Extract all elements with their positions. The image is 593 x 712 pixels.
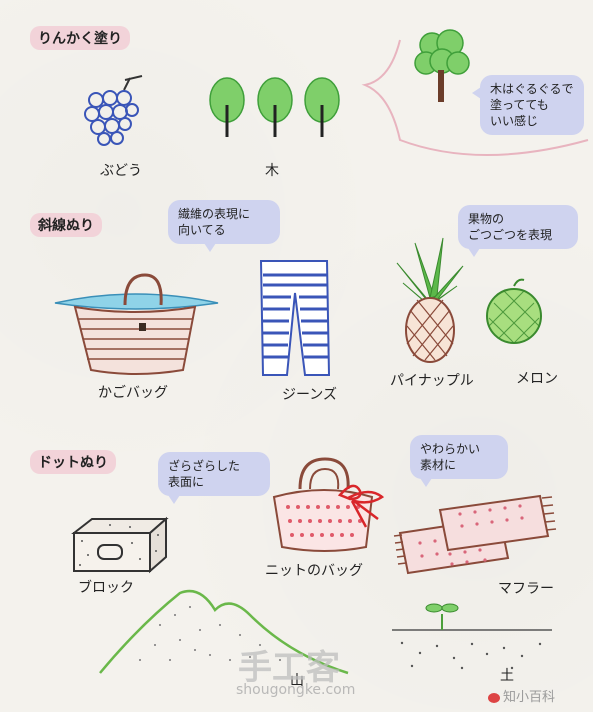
watermark-main: 手工客 bbox=[238, 648, 340, 688]
grapes-illustration bbox=[84, 75, 143, 146]
label-budou: ぶどう bbox=[100, 163, 142, 179]
watermark-credit-text: 知小百科 bbox=[503, 690, 556, 705]
bubble-tree-line-2: 塗ってても bbox=[490, 98, 549, 112]
bubble-fiber-line-1: 繊維の表現に bbox=[178, 207, 251, 221]
trees-illustration bbox=[209, 77, 340, 137]
bracket-curve bbox=[361, 39, 589, 156]
bubble-fiber-tip: 繊維の表現に 向いてる bbox=[168, 200, 280, 252]
bubble-soft-line-2: 素材に bbox=[420, 458, 457, 472]
section-title-shasen: 斜線ぬり bbox=[30, 213, 102, 237]
scribble-tree-illustration bbox=[414, 29, 470, 102]
knit-bag-illustration bbox=[272, 457, 385, 552]
soil-illustration bbox=[392, 603, 552, 670]
label-block: ブロック bbox=[78, 580, 134, 596]
bubble-soft-tip: やわらかい 素材に bbox=[410, 435, 508, 487]
bubble-rough-line-2: 表面に bbox=[168, 475, 205, 489]
melon-illustration bbox=[486, 278, 542, 344]
bubble-soft-line-1: やわらかい bbox=[420, 442, 481, 456]
bubble-tree-line-1: 木はぐるぐるで bbox=[490, 82, 574, 96]
bubble-rough-line-1: ざらざらした bbox=[168, 459, 241, 473]
label-jeans: ジーンズ bbox=[282, 387, 338, 403]
bubble-fruit-line-2: ごつごつを表現 bbox=[468, 228, 553, 242]
bubble-tree-tip: 木はぐるぐるで 塗ってても いい感じ bbox=[472, 75, 584, 135]
label-tsuchi: 土 bbox=[500, 668, 514, 684]
bubble-fiber-line-2: 向いてる bbox=[178, 223, 226, 237]
bubble-tree-line-3: いい感じ bbox=[490, 114, 539, 128]
jeans-illustration bbox=[259, 260, 331, 376]
label-yama: 山 bbox=[290, 673, 304, 689]
weibo-icon bbox=[488, 692, 500, 703]
label-kago: かごバッグ bbox=[98, 385, 168, 401]
label-muffler: マフラー bbox=[498, 581, 554, 597]
label-ki: 木 bbox=[265, 163, 279, 179]
label-melon: メロン bbox=[516, 371, 558, 387]
pineapple-illustration bbox=[396, 237, 464, 363]
bubble-rough-tip: ざらざらした 表面に bbox=[158, 452, 270, 504]
label-pineapple: パイナップル bbox=[390, 373, 474, 389]
mountain-illustration bbox=[99, 589, 349, 675]
bubble-fruit-line-1: 果物の bbox=[468, 212, 505, 226]
section-title-ringkaku: りんかく塗り bbox=[30, 26, 130, 50]
bubble-fruit-tip: 果物の ごつごつを表現 bbox=[458, 205, 578, 257]
block-illustration bbox=[71, 516, 169, 574]
section-title-dot: ドットぬり bbox=[30, 450, 116, 474]
kago-bag-illustration bbox=[54, 273, 219, 375]
muffler-illustration bbox=[393, 494, 557, 575]
label-knit-bag: ニットのバッグ bbox=[265, 563, 363, 579]
watermark-credit: 知小百科 bbox=[488, 686, 555, 705]
watermark-url: shougongke.com bbox=[236, 682, 356, 698]
